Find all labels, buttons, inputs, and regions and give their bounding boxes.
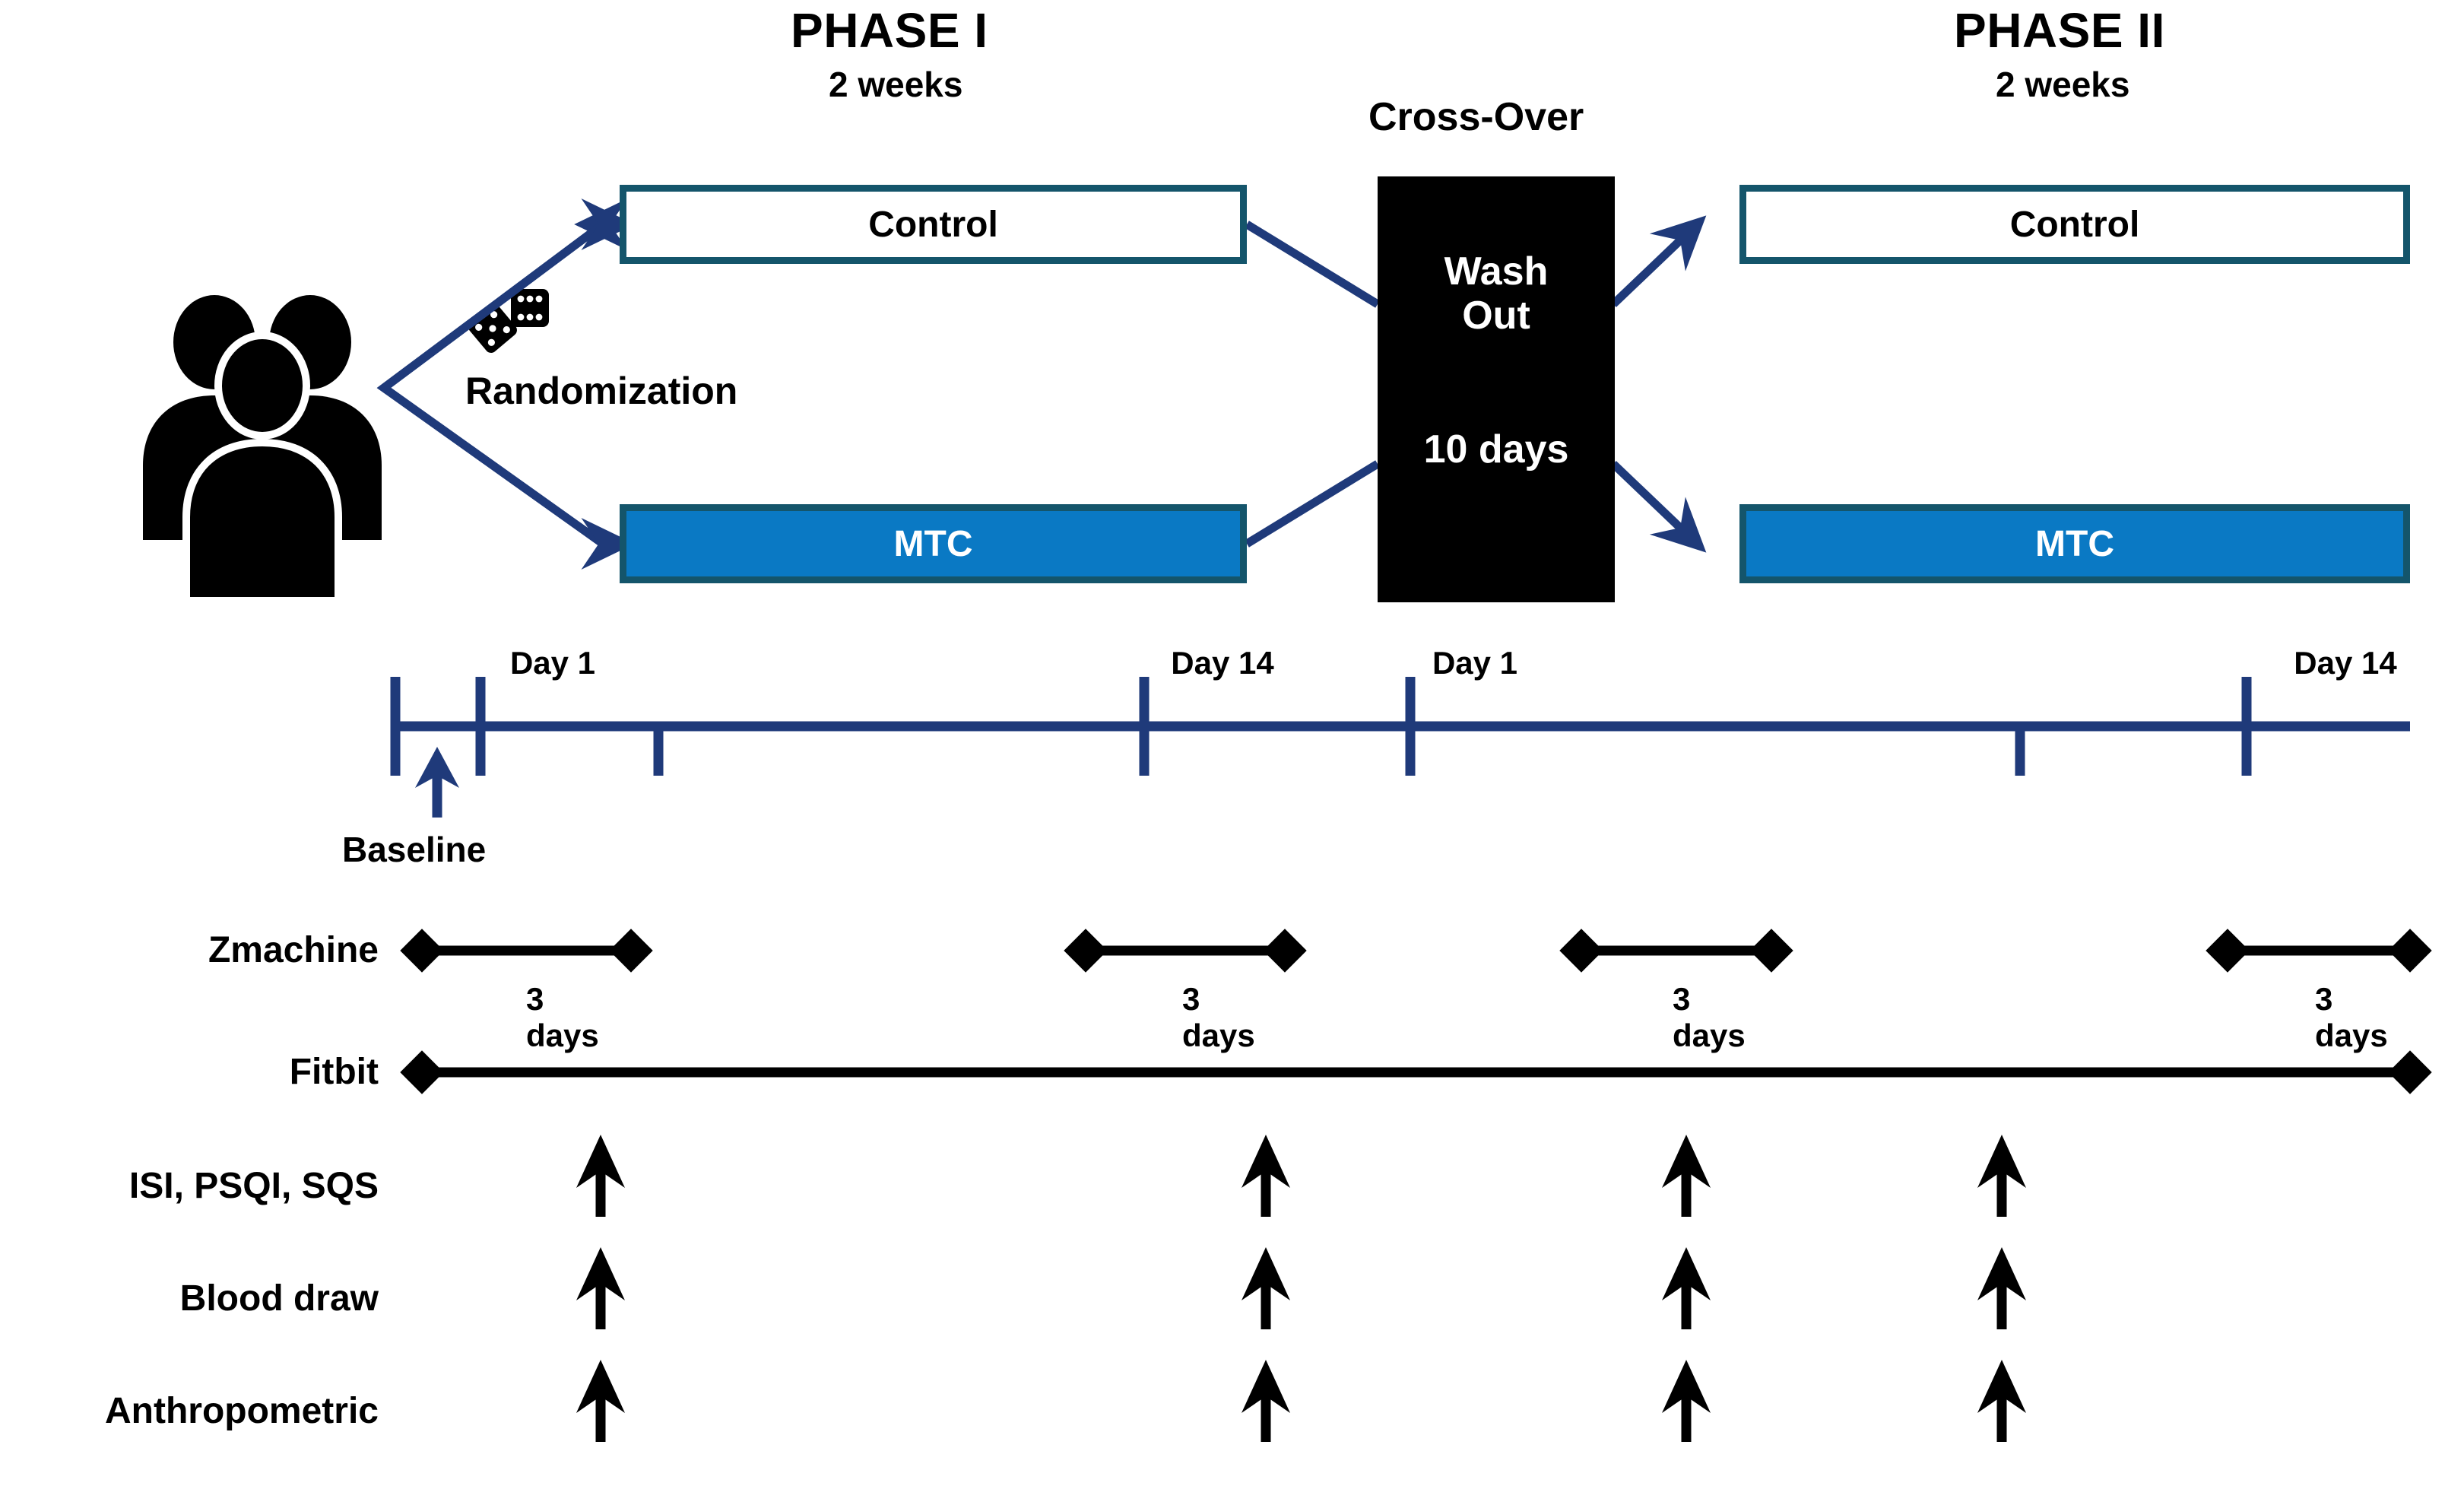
row-label-isi-psqi-sqs: ISI, PSQI, SQS: [128, 1166, 379, 1206]
row-label-zmachine: Zmachine: [208, 930, 379, 970]
phase2-mtc-label: MTC: [2035, 523, 2114, 564]
row-label-blood-draw: Blood draw: [179, 1278, 379, 1319]
phase1-subtitle: 2 weeks: [829, 65, 963, 104]
row-label-fitbit: Fitbit: [289, 1052, 379, 1092]
phase2-control-box[interactable]: Control: [1739, 185, 2410, 264]
phase2-subtitle: 2 weeks: [1996, 65, 2130, 104]
crossover-title: Cross-Over: [1368, 95, 1584, 139]
washout-duration: 10 days: [1423, 427, 1569, 472]
washout-line2: Out: [1462, 294, 1530, 338]
row-label-anthropometric: Anthropometric: [105, 1391, 379, 1431]
timeline-day-label-1: Day 1: [509, 645, 596, 681]
timeline-day-label-4: Day 14: [2294, 645, 2397, 681]
phase1-control-box[interactable]: Control: [620, 185, 1247, 264]
timeline-day-label-2: Day 14: [1171, 645, 1274, 681]
timeline-day-label-3: Day 1: [1432, 645, 1518, 681]
randomization-label: Randomization: [465, 370, 738, 412]
phase1-mtc-box[interactable]: MTC: [620, 504, 1247, 583]
phase1-mtc-label: MTC: [893, 523, 973, 564]
phase1-control-label: Control: [868, 204, 998, 245]
washout-box[interactable]: Wash Out 10 days: [1378, 176, 1615, 602]
baseline-label: Baseline: [342, 830, 487, 869]
phase2-title: PHASE II: [1954, 3, 2165, 58]
phase2-control-label: Control: [2009, 204, 2140, 245]
phase1-title: PHASE I: [791, 3, 988, 58]
phase2-mtc-box[interactable]: MTC: [1739, 504, 2410, 583]
washout-line1: Wash: [1444, 249, 1549, 294]
